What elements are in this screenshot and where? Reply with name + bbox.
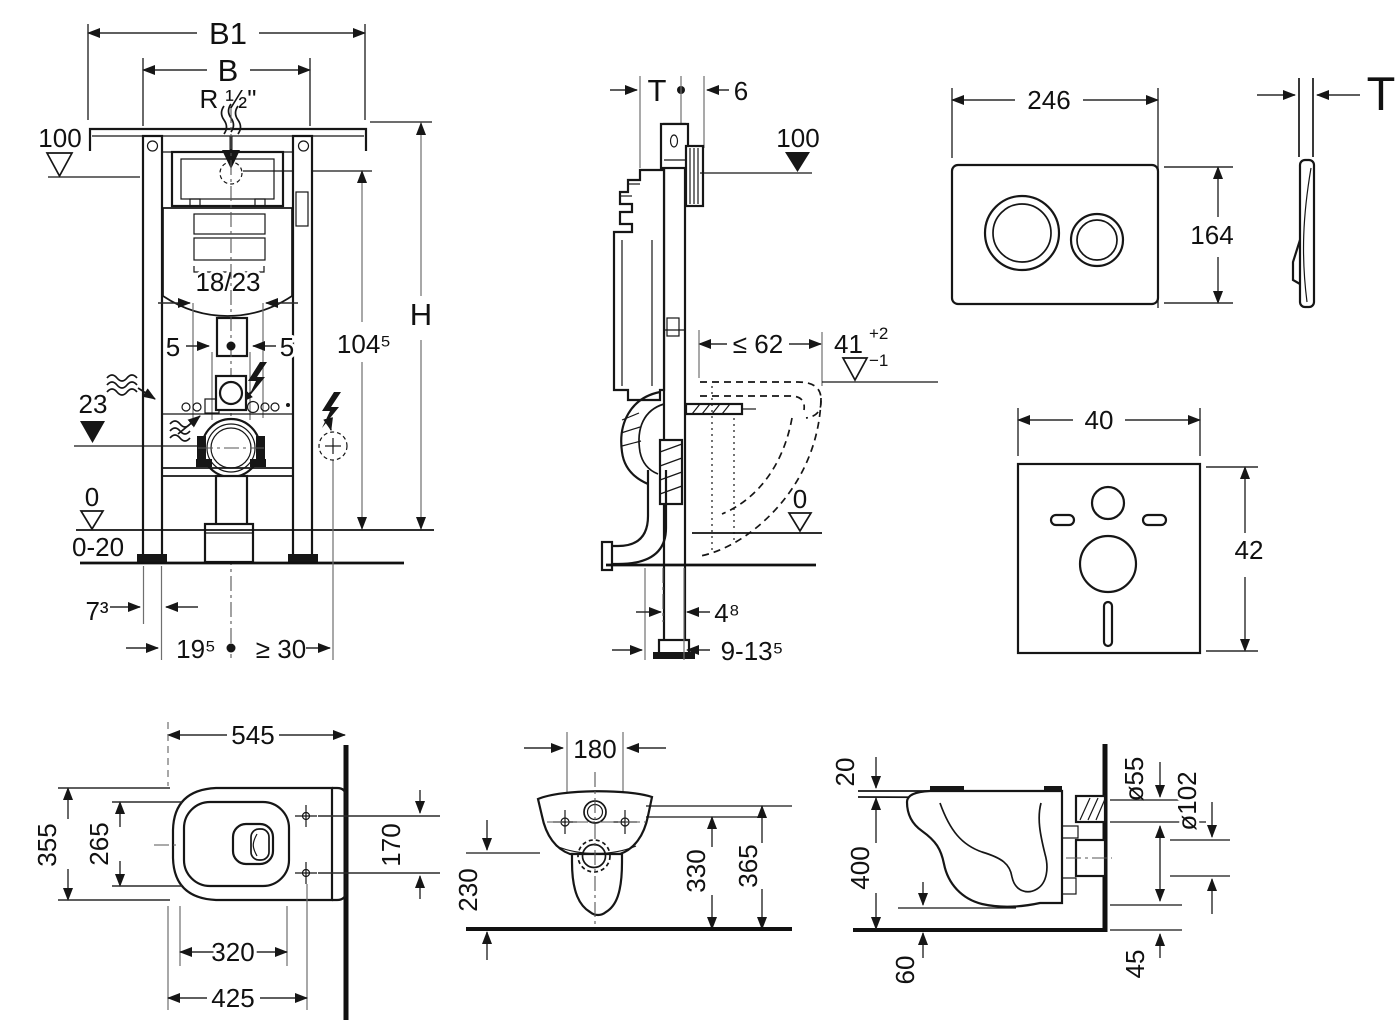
dim-b-label: B — [218, 53, 239, 88]
dim-0-label: 0 — [85, 482, 99, 512]
dim-5r-label: 5 — [280, 332, 294, 362]
frame-front-view: B1 B R ½" 100 18/23 5 5 — [35, 13, 435, 667]
dim-170-label: 170 — [376, 823, 406, 866]
lightning-icon — [322, 392, 341, 428]
dim-o102-label: ø102 — [1172, 771, 1202, 830]
lightning-icon — [248, 362, 267, 398]
dim-246-label: 246 — [1027, 85, 1070, 115]
dim-195-label: 19⁵ — [176, 634, 216, 664]
dim-40-label: 40 — [1085, 405, 1114, 435]
frame-side-view: T 6 100 — [600, 70, 938, 669]
dim-60-label: 60 — [890, 956, 920, 985]
dim-t-label: T — [648, 73, 667, 108]
level-triangle-filled-icon — [80, 421, 105, 443]
dim-230-label: 230 — [453, 868, 483, 911]
wc-rear-view: 180 230 330 365 — [450, 731, 792, 960]
dim-41-label: 41 — [834, 329, 863, 359]
dim-425-label: 425 — [211, 983, 254, 1013]
wc-top-view: 545 355 265 170 320 425 — [29, 717, 440, 1020]
dim-400-label: 400 — [845, 846, 875, 889]
sound-insulation-pad-view: 40 42 — [1016, 402, 1266, 655]
electrical-outlet-dashed-circle-icon — [318, 431, 348, 461]
level-triangle-open-icon — [787, 512, 813, 533]
dim-0-side-label: 0 — [793, 484, 807, 514]
dim-45-label: 45 — [1120, 950, 1150, 979]
flush-plate-side-view: T — [1257, 64, 1398, 309]
dim-o55-label: ø55 — [1119, 757, 1149, 802]
fixing-hole-cross — [295, 805, 317, 827]
dim-5l-label: 5 — [166, 332, 180, 362]
dim-le62-label: ≤ 62 — [733, 329, 783, 359]
dim-20-label: 20 — [830, 758, 860, 787]
level-triangle-open-icon — [841, 357, 869, 382]
dim-265-label: 265 — [84, 822, 114, 865]
dim-48-label: 4⁸ — [714, 598, 739, 628]
dim-t-plate-label: T — [1367, 67, 1396, 120]
dim-23-label: 23 — [79, 389, 108, 419]
dim-41-tolminus-label: −1 — [869, 351, 888, 370]
dim-355-label: 355 — [32, 823, 62, 866]
fixing-hole-cross — [295, 862, 317, 884]
dim-320-label: 320 — [211, 937, 254, 967]
level-triangle-open-icon — [45, 152, 74, 178]
dim-9135-label: 9-13⁵ — [721, 636, 784, 666]
dim-330-label: 330 — [681, 849, 711, 892]
dim-180-label: 180 — [573, 734, 616, 764]
dim-h-label: H — [410, 297, 432, 332]
dim-020-label: 0-20 — [72, 532, 124, 562]
wc-side-view: 20 400 60 ø55 45 ø102 — [827, 744, 1230, 987]
dim-level100-side-label: 100 — [776, 123, 819, 153]
dim-level100-label: 100 — [38, 123, 81, 153]
dim-164-label: 164 — [1190, 220, 1233, 250]
dim-545-label: 545 — [231, 720, 274, 750]
dim-ge30-label: ≥ 30 — [256, 634, 306, 664]
level-triangle-open-icon — [79, 510, 105, 531]
dim-b1-label: B1 — [209, 16, 247, 51]
odor-extraction-waves-icon — [106, 374, 156, 400]
flush-plate-front-view: 246 164 — [950, 82, 1237, 308]
dim-365-label: 365 — [733, 844, 763, 887]
dim-6-label: 6 — [734, 76, 748, 106]
dim-73-label: 7³ — [85, 596, 108, 626]
odor-extraction-waves-icon — [169, 415, 201, 442]
wall-hung-wc-dashed-outline — [699, 381, 822, 557]
dim-42-label: 42 — [1235, 535, 1264, 565]
dim-1823-label: 18/23 — [195, 267, 260, 297]
dim-1045-label: 104⁵ — [337, 329, 391, 359]
dim-41-tolplus-label: +2 — [869, 324, 888, 343]
level-triangle-filled-icon — [785, 152, 810, 172]
